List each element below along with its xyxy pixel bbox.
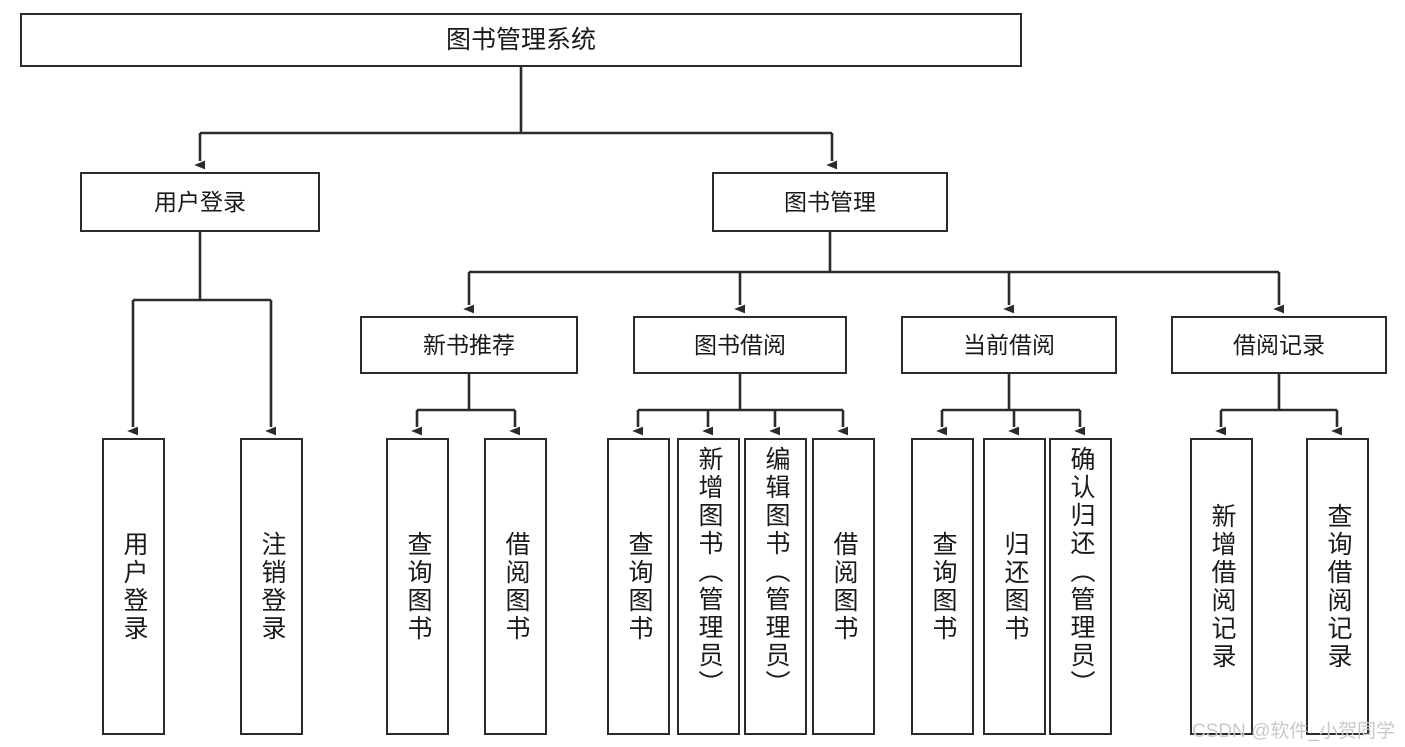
leaf-node[interactable]: 借阅图书: [812, 438, 875, 735]
leaf-node[interactable]: 确认归还（管理员）: [1049, 438, 1112, 735]
node-borrow-record-label: 借阅记录: [1233, 331, 1325, 358]
leaf-node-label: 借阅图书: [830, 530, 858, 643]
leaf-node[interactable]: 归还图书: [983, 438, 1046, 735]
node-root-label: 图书管理系统: [445, 25, 596, 54]
node-book-borrow-label: 图书借阅: [694, 331, 786, 358]
leaf-node[interactable]: 借阅图书: [484, 438, 547, 735]
node-current-borrow-label: 当前借阅: [963, 331, 1055, 358]
leaf-node[interactable]: 注销登录: [240, 438, 303, 735]
leaf-node[interactable]: 查询图书: [911, 438, 974, 735]
node-current-borrow[interactable]: 当前借阅: [901, 316, 1117, 374]
leaf-node[interactable]: 编辑图书（管理员）: [744, 438, 807, 735]
leaf-node-label: 注销登录: [258, 530, 286, 643]
leaf-node[interactable]: 新增借阅记录: [1190, 438, 1253, 735]
leaf-node-label: 新增借阅记录: [1208, 502, 1236, 671]
node-new-book-recommend[interactable]: 新书推荐: [360, 316, 578, 374]
leaf-node-label: 用户登录: [120, 530, 148, 643]
leaf-node-label: 查询图书: [404, 530, 432, 643]
leaf-node-label: 编辑图书（管理员）: [762, 446, 790, 698]
leaf-node-label: 查询借阅记录: [1324, 502, 1352, 671]
leaf-node[interactable]: 查询图书: [386, 438, 449, 735]
node-book-management[interactable]: 图书管理: [712, 172, 948, 232]
leaf-node-label: 借阅图书: [502, 530, 530, 643]
node-user-login[interactable]: 用户登录: [80, 172, 320, 232]
node-user-login-label: 用户登录: [154, 188, 246, 215]
node-book-management-label: 图书管理: [784, 188, 876, 215]
csdn-watermark: CSDN @软件_小贺同学: [1192, 721, 1395, 742]
leaf-node-label: 查询图书: [625, 530, 653, 643]
leaf-node-label: 确认归还（管理员）: [1067, 446, 1095, 698]
leaf-node[interactable]: 查询借阅记录: [1306, 438, 1369, 735]
node-borrow-record[interactable]: 借阅记录: [1171, 316, 1387, 374]
leaf-node[interactable]: 用户登录: [102, 438, 165, 735]
node-new-book-recommend-label: 新书推荐: [423, 331, 515, 358]
leaf-node-label: 查询图书: [929, 530, 957, 643]
node-root[interactable]: 图书管理系统: [20, 13, 1022, 67]
leaf-node-label: 归还图书: [1001, 530, 1029, 643]
leaf-node[interactable]: 查询图书: [607, 438, 670, 735]
leaf-node[interactable]: 新增图书（管理员）: [677, 438, 740, 735]
node-book-borrow[interactable]: 图书借阅: [633, 316, 847, 374]
leaf-node-label: 新增图书（管理员）: [695, 446, 723, 698]
